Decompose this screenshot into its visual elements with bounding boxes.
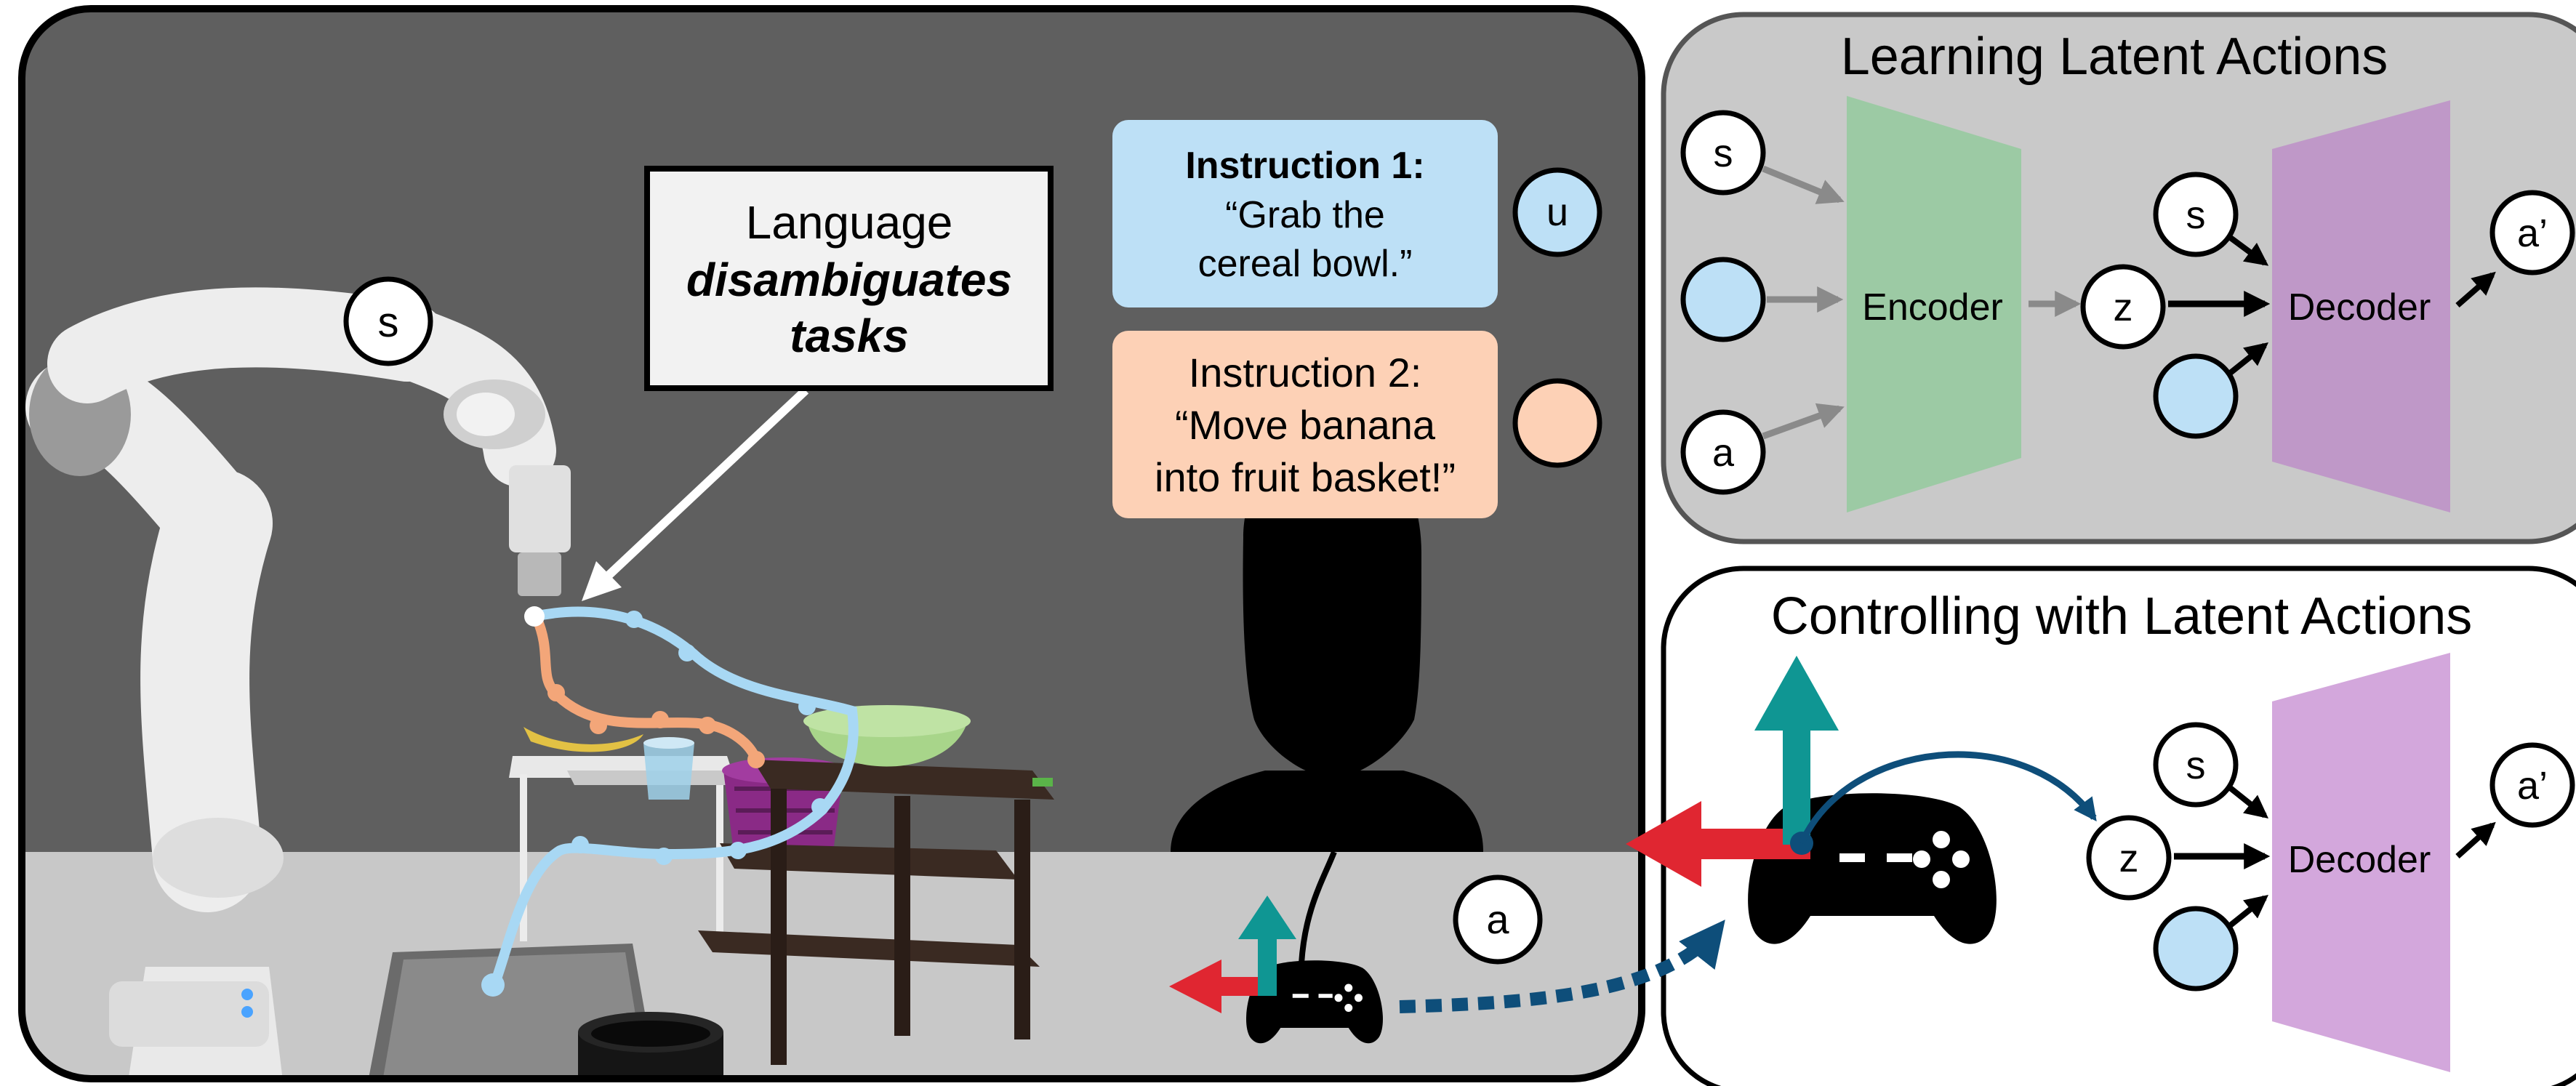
scene-action-node: a [1453,874,1543,965]
instruction-1-line1: “Grab the [1225,194,1385,236]
learning-output-label: a’ [2517,212,2548,255]
scene-panel: s Language disambiguates tasks Instructi… [18,5,1645,1082]
cup [643,737,694,800]
learning-output-node: a’ [2489,190,2575,275]
trajectory-banana [531,616,765,768]
learning-decoder-language-node [2153,353,2239,439]
control-latent-label: z [2119,837,2139,880]
controller-link-arrow [1399,920,1725,1013]
small-teal-arrow [1238,896,1296,996]
controller-cable [1299,850,1337,964]
control-panel: Controlling with Latent Actions Decoder … [1626,566,2576,1086]
control-decoder-language-node [2153,906,2239,992]
instruction-1-circle: u [1512,167,1602,257]
instruction-2-line1: “Move banana [1175,402,1436,448]
learning-decoder-label: Decoder [2288,286,2431,329]
pot [578,1012,723,1079]
learning-decoder-block [2272,100,2450,512]
large-gamepad-icon [1748,793,1997,944]
language-box-line3: tasks [790,310,909,362]
control-arrow-decoder-to-output [2455,821,2496,858]
control-output-label: a’ [2517,764,2548,808]
human-silhouette [1171,436,1483,852]
learning-latent-label: z [2114,286,2133,329]
large-teal-arrow [1754,656,1839,845]
instruction-2-card: Instruction 2: “Move banana into fruit b… [1112,331,1498,518]
learning-input-a-node: a [1680,409,1766,495]
learning-input-a-label: a [1712,431,1735,475]
banana [523,727,643,752]
large-red-arrow [1626,801,1810,887]
encoder-label: Encoder [1862,286,2003,329]
learning-input-s-label: s [1714,132,1733,175]
learning-decoder-s-node: s [2153,172,2239,257]
instruction-1-card: Instruction 1: “Grab the cereal bowl.” [1112,120,1498,307]
small-gamepad-icon [1246,960,1383,1044]
arrow-decoder-to-output [2455,271,2496,308]
scene-state-label: s [378,299,399,346]
scene-border [18,5,1645,1082]
control-output-node: a’ [2489,742,2575,828]
language-box-line2: disambiguates [686,254,1012,306]
instruction-1-title: Instruction 1: [1185,145,1424,187]
learning-latent-node: z [2080,264,2166,350]
control-arrow-decoder-language [2226,895,2268,930]
learning-input-language-node [1680,257,1766,342]
learning-panel: Learning Latent Actions Encoder Decoder … [1661,12,2576,544]
control-decoder-block [2272,653,2450,1072]
scene-state-node: s [343,276,433,366]
control-decoder-label: Decoder [2288,839,2431,881]
encoder-block [1847,96,2021,512]
trajectory-cereal [481,606,859,997]
wooden-shelf [698,760,1054,1065]
instruction-1-circle-label: u [1546,190,1568,234]
control-arrow-decoder-s [2226,784,2268,818]
instruction-2-circle [1512,378,1602,468]
trajectory-start [524,606,545,627]
learning-panel-title: Learning Latent Actions [1841,28,2388,86]
instruction-2-line2: into fruit basket!” [1155,454,1456,500]
latent-mapping-arc [1798,751,2097,845]
language-box-line1: Language [746,196,953,249]
arrow-decoder-s [2226,233,2269,266]
control-panel-title: Controlling with Latent Actions [1771,587,2473,645]
language-pointer-arrow [582,387,809,601]
control-decoder-s-label: s [2186,744,2206,787]
instruction-2-title: Instruction 2: [1189,350,1422,395]
learning-input-s-node: s [1680,110,1766,196]
arrow-s-to-encoder [1762,165,1845,204]
arrow-a-to-encoder [1762,403,1845,440]
control-latent-node: z [2086,815,2172,901]
instruction-1-line2: cereal bowl.” [1198,243,1413,285]
scene-action-label: a [1486,896,1509,942]
learning-decoder-s-label: s [2186,193,2206,237]
language-box: Language disambiguates tasks [644,166,1054,391]
control-decoder-s-node: s [2153,722,2239,808]
arrow-decoder-language [2226,342,2268,377]
